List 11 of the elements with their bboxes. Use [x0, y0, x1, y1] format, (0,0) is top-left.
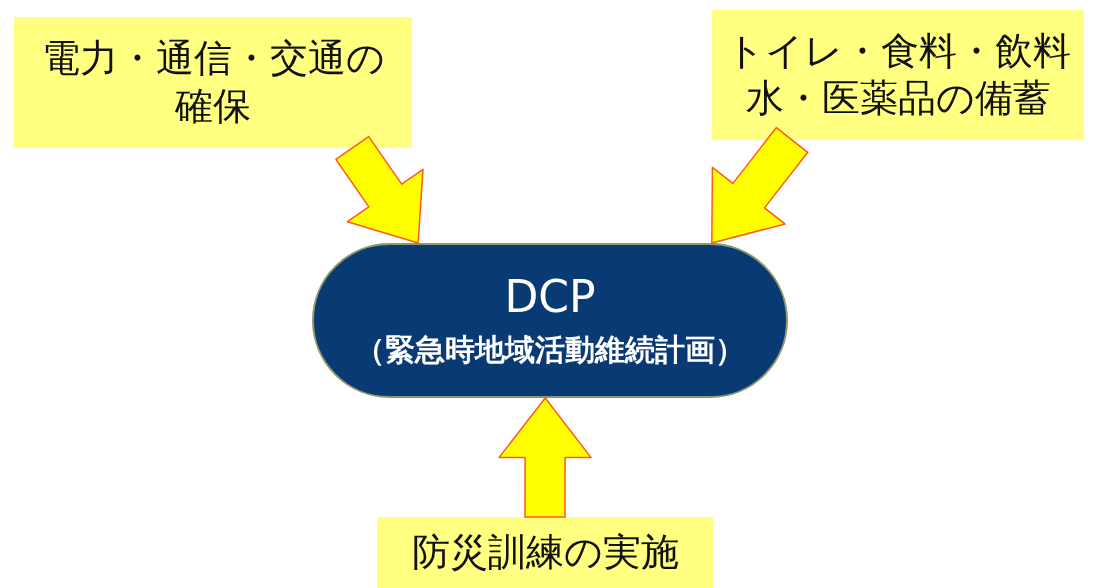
note-box — [377, 517, 713, 588]
block-arrow — [711, 126, 809, 244]
subtitle-text: （緊急時地域活動維続計画） — [355, 333, 745, 366]
note-text: 電力・通信・交通の確保 — [40, 35, 386, 130]
title-text: DCP — [504, 275, 596, 319]
note-text: トイレ・食料・飲料水・医薬品の備蓄 — [724, 27, 1072, 122]
note-box — [14, 17, 412, 148]
note-text: 防災訓練の実施 — [411, 528, 679, 576]
note-box — [712, 10, 1084, 140]
block-arrow — [498, 397, 592, 518]
block-arrow — [335, 135, 424, 244]
